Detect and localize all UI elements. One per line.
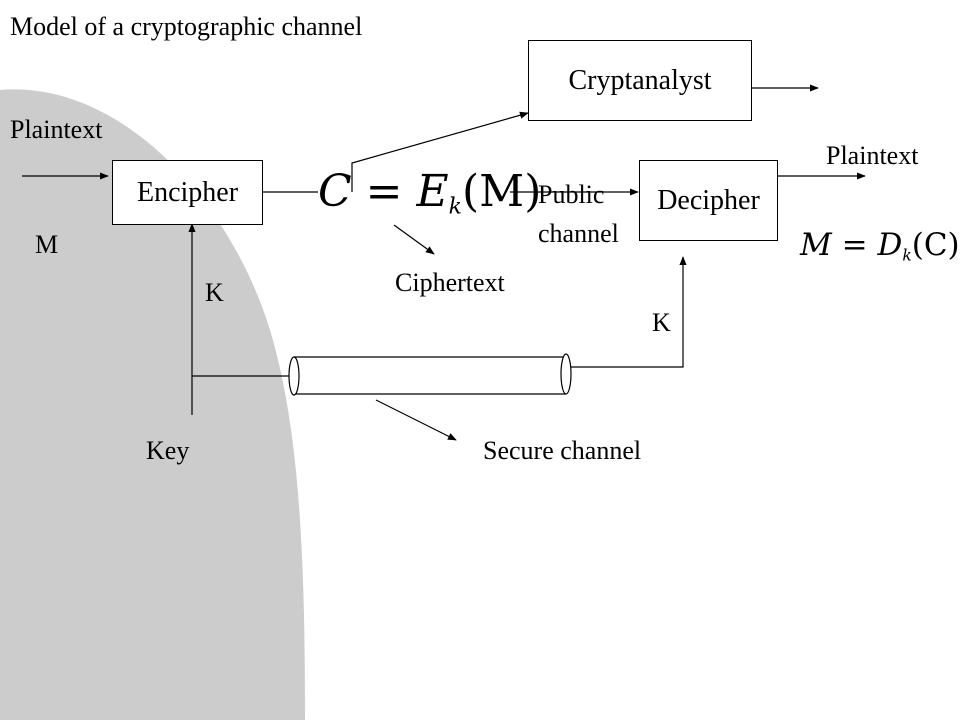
encipher-box: Encipher	[112, 160, 263, 225]
plaintext-input-label: Plaintext	[10, 115, 103, 144]
message-m-label: M	[35, 230, 59, 259]
formula-d-argument: (C)	[911, 227, 960, 263]
decipher-label: Decipher	[657, 184, 760, 216]
formula-equals: =	[365, 166, 403, 217]
encryption-formula: C = Ek(M)	[318, 170, 541, 219]
formula-e-argument: (M)	[462, 166, 542, 217]
channel-to-decipher-arrow	[566, 256, 687, 368]
formula-d: D	[877, 227, 903, 263]
formula-d-subscript: k	[902, 246, 912, 265]
key-k-right-label: K	[652, 308, 671, 337]
decipher-box: Decipher	[639, 160, 778, 241]
public-channel-label-line1: Public	[538, 180, 605, 209]
decryption-formula: M = Dk(C)	[800, 230, 960, 264]
formula-e: E	[416, 166, 449, 217]
encipher-label: Encipher	[136, 176, 239, 208]
cryptanalyst-tap-line	[351, 111, 529, 192]
formula-e-subscript: k	[448, 194, 463, 220]
secure-channel-label: Secure channel	[483, 436, 642, 465]
formula-equals-2: =	[841, 227, 868, 263]
formula-c: C	[318, 166, 352, 217]
formula-m: M	[800, 227, 832, 263]
secure-channel-pipe	[288, 353, 572, 396]
public-channel-label-line2: channel	[538, 219, 619, 248]
key-k-left-label: K	[205, 278, 224, 307]
secure-channel-pointer-arrow	[375, 399, 457, 441]
cryptanalyst-box: Cryptanalyst	[528, 40, 752, 121]
plaintext-output-label: Plaintext	[826, 141, 919, 170]
diagram-title: Model of a cryptographic channel	[10, 12, 363, 41]
ciphertext-label: Ciphertext	[395, 268, 505, 297]
cryptanalyst-label: Cryptanalyst	[568, 64, 712, 96]
ciphertext-pointer-arrow	[393, 224, 435, 255]
key-source-label: Key	[146, 436, 190, 465]
